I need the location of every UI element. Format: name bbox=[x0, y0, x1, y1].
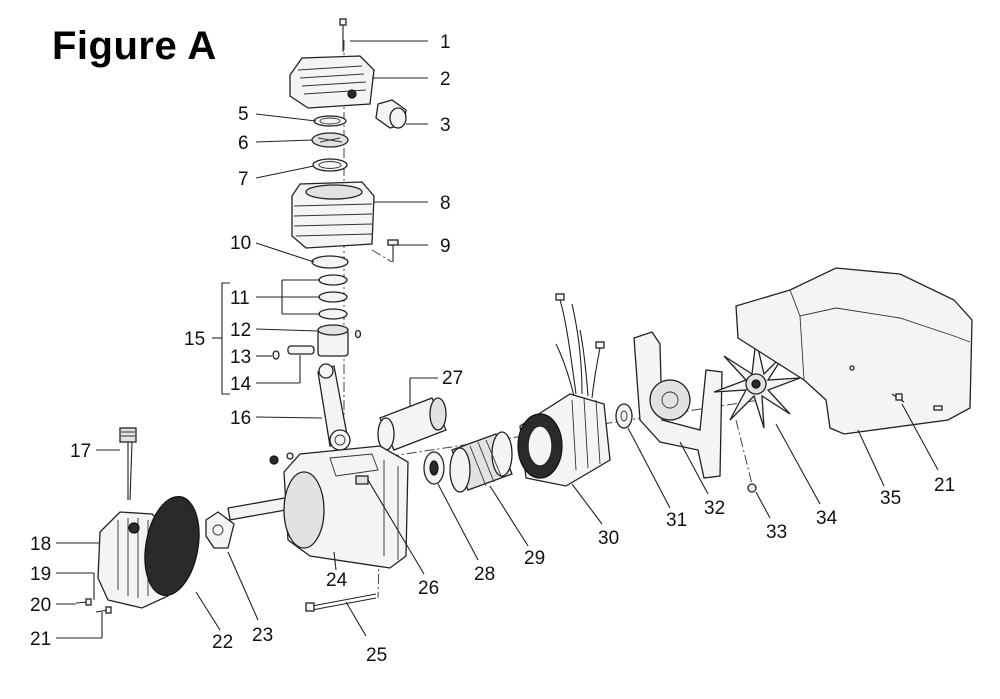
callout-15: 15 bbox=[184, 329, 205, 350]
callout-1: 1 bbox=[440, 32, 451, 53]
small-nuts bbox=[269, 452, 757, 493]
callout-23: 23 bbox=[252, 625, 273, 646]
part-31-bearing bbox=[615, 403, 633, 429]
callout-32: 32 bbox=[704, 498, 725, 519]
part-9-bolt bbox=[387, 239, 399, 262]
part-10-o-ring bbox=[311, 255, 349, 269]
callout-11: 11 bbox=[230, 288, 250, 309]
callout-26: 26 bbox=[418, 578, 439, 599]
callout-6: 6 bbox=[238, 133, 249, 154]
callout-5: 5 bbox=[238, 104, 249, 125]
callout-labels: 1 2 3 5 6 7 8 9 10 11 12 13 14 15 16 17 … bbox=[30, 32, 955, 666]
part-21-screw-lower bbox=[95, 606, 112, 614]
part-3-fitting bbox=[375, 99, 407, 129]
motor-lead-wires bbox=[555, 293, 605, 399]
callout-25: 25 bbox=[366, 645, 387, 666]
callout-17: 17 bbox=[70, 441, 91, 462]
part-29-rotor bbox=[449, 431, 513, 493]
callout-28: 28 bbox=[474, 564, 495, 585]
callout-33: 33 bbox=[766, 522, 787, 543]
callout-18: 18 bbox=[30, 534, 51, 555]
callout-16: 16 bbox=[230, 408, 251, 429]
part-2-cylinder-head bbox=[289, 55, 375, 109]
part-6-valve-plate bbox=[311, 132, 349, 148]
part-24-crankcase bbox=[283, 445, 409, 569]
figure-title: Figure A bbox=[52, 24, 217, 68]
callout-29: 29 bbox=[524, 548, 545, 569]
callout-35: 35 bbox=[880, 488, 901, 509]
callout-21-lower: 21 bbox=[30, 629, 51, 650]
part-32-end-bracket bbox=[633, 331, 723, 479]
part-1-head-bolt bbox=[339, 18, 347, 52]
callout-8: 8 bbox=[440, 193, 451, 214]
part-16-connecting-rod bbox=[317, 363, 351, 451]
callout-22: 22 bbox=[212, 632, 233, 653]
callout-9: 9 bbox=[440, 236, 451, 257]
part-22-gasket bbox=[144, 495, 200, 597]
part-14-wrist-pin bbox=[287, 345, 315, 355]
part-20-screw bbox=[75, 598, 92, 606]
callout-31: 31 bbox=[666, 510, 687, 531]
leader-lines bbox=[56, 40, 939, 639]
callout-30: 30 bbox=[598, 528, 619, 549]
callout-20: 20 bbox=[30, 595, 51, 616]
part-5-gasket bbox=[313, 115, 347, 127]
callout-27: 27 bbox=[442, 368, 463, 389]
callout-10: 10 bbox=[230, 233, 251, 254]
part-11-piston-rings bbox=[318, 274, 348, 320]
callout-34: 34 bbox=[816, 508, 838, 529]
callout-2: 2 bbox=[440, 69, 451, 90]
callout-13: 13 bbox=[230, 347, 251, 368]
part-21-screw-shroud bbox=[891, 393, 905, 403]
part-7-gasket bbox=[312, 158, 348, 172]
callout-24: 24 bbox=[326, 570, 348, 591]
part-27-filter bbox=[377, 397, 447, 451]
callout-3: 3 bbox=[440, 115, 451, 136]
part-35-shroud bbox=[735, 267, 973, 435]
part-17-drain-valve bbox=[119, 427, 137, 501]
part-13-clip-2 bbox=[354, 329, 362, 339]
part-12-piston bbox=[317, 324, 349, 357]
callout-12: 12 bbox=[230, 320, 251, 341]
callout-21-shroud: 21 bbox=[934, 475, 955, 496]
callout-14: 14 bbox=[230, 374, 252, 395]
part-13-clip bbox=[272, 350, 280, 360]
part-28-bearing bbox=[423, 451, 445, 485]
part-30-stator bbox=[517, 393, 611, 487]
part-8-cylinder bbox=[291, 181, 375, 249]
part-23-crankshaft bbox=[205, 495, 296, 549]
callout-7: 7 bbox=[238, 169, 249, 190]
part-26-key bbox=[355, 475, 369, 485]
callout-19: 19 bbox=[30, 564, 51, 585]
part-25-long-bolt bbox=[305, 593, 377, 612]
